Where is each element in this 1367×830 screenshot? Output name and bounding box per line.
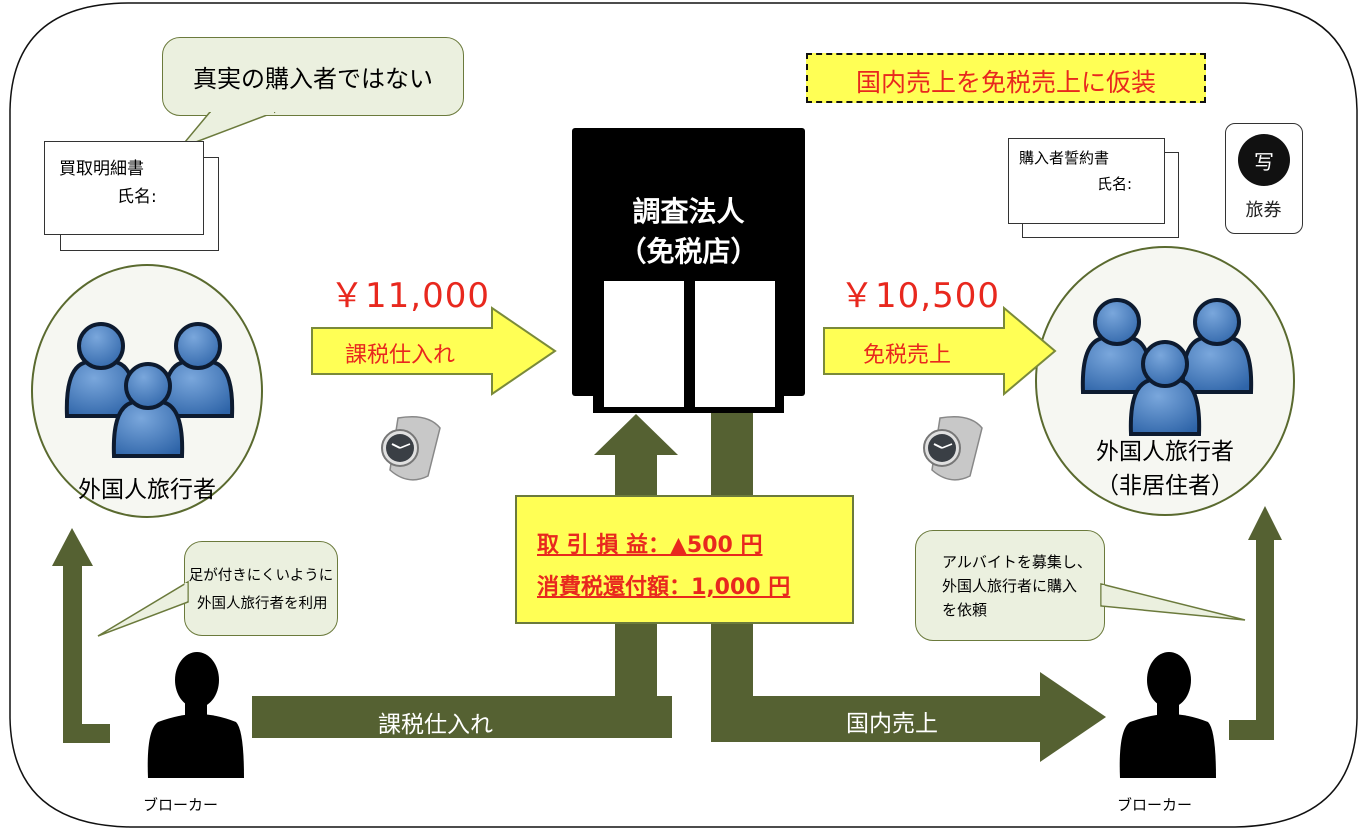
person-silhouette-icon <box>1119 652 1216 778</box>
callout-line: アルバイトを募集し、 <box>942 553 1092 571</box>
disguise-banner: 国内売上を免税売上に仮装 <box>806 53 1206 103</box>
callout-tail <box>1100 583 1246 621</box>
summary-row-profit: 取 引 損 益：▲500 円 <box>537 527 763 559</box>
arrow-left-broker-to-tourists <box>52 528 110 743</box>
purchase-statement-document: 買取明細書 氏名: <box>44 141 204 235</box>
summary-row-refund: 消費税還付額：1,000 円 <box>537 569 790 601</box>
store-building: 調査法人 （免税店） <box>572 128 805 413</box>
wristwatch-icon <box>923 416 983 481</box>
arrow-right-broker-to-tourists <box>1229 506 1282 740</box>
store-type: （免税店） <box>618 235 759 268</box>
callout-line: 外国人旅行者に購入 <box>942 577 1078 595</box>
arrow-taxable-purchase <box>311 306 557 396</box>
right-broker-label: ブローカー <box>1117 796 1193 814</box>
refund-label: 消費税還付額： <box>537 575 692 600</box>
disguise-banner-text: 国内売上を免税売上に仮装 <box>855 68 1156 97</box>
tax-free-sale-label: 免税売上 <box>863 343 952 368</box>
passport-card: 写 旅券 <box>1225 123 1303 234</box>
domestic-sale-label: 国内売上 <box>846 711 938 737</box>
callout-not-real-buyer: 真実の購入者ではない <box>162 37 464 116</box>
document-title: 購入者誓約書 <box>1019 149 1110 167</box>
document-title: 買取明細書 <box>59 159 144 179</box>
tax-free-sale-amount: ￥10,500 <box>840 276 1000 316</box>
refund-value: 1,000 円 <box>691 575 791 600</box>
callout-text: 真実の購入者ではない <box>193 65 433 93</box>
taxable-purchase-amount: ￥11,000 <box>330 276 490 316</box>
right-tourists-label: 外国人旅行者 <box>1096 439 1234 465</box>
callout-line: 外国人旅行者を利用 <box>197 596 328 612</box>
callout-tail <box>97 580 189 637</box>
callout-line: 足が付きにくいように <box>188 568 334 584</box>
document-name-field: 氏名: <box>1097 175 1133 193</box>
taxable-purchase-label: 課税仕入れ <box>345 343 456 368</box>
right-tourists-sublabel: （非居住者） <box>1096 473 1234 499</box>
callout-line: を依頼 <box>942 601 988 619</box>
callout-use-tourists: 足が付きにくいように 外国人旅行者を利用 <box>184 541 338 636</box>
broker-purchase-label: 課税仕入れ <box>378 712 493 738</box>
wristwatch-icon <box>381 416 441 481</box>
store-name: 調査法人 <box>632 195 745 228</box>
callout-recruit: アルバイトを募集し、 外国人旅行者に購入 を依頼 <box>915 530 1105 641</box>
people-group-icon <box>1080 298 1254 436</box>
left-tourists-group: 外国人旅行者 <box>31 264 263 518</box>
person-silhouette-icon <box>147 652 244 778</box>
document-name-field: 氏名: <box>117 187 157 207</box>
left-broker-label: ブローカー <box>143 796 219 814</box>
profit-label: 取 引 損 益： <box>537 533 670 558</box>
profit-value: ▲500 円 <box>669 533 763 558</box>
callout-tail <box>177 112 276 150</box>
buyer-pledge-document: 購入者誓約書 氏名: <box>1008 138 1165 224</box>
summary-box: 取 引 損 益：▲500 円 消費税還付額：1,000 円 <box>515 495 854 624</box>
left-tourists-label: 外国人旅行者 <box>78 477 216 503</box>
passport-photo-icon: 写 <box>1238 134 1290 186</box>
photo-glyph: 写 <box>1254 150 1274 174</box>
passport-label: 旅券 <box>1245 200 1282 221</box>
arrow-tax-free-sale <box>823 306 1057 396</box>
people-group-icon <box>64 322 235 458</box>
right-tourists-group: 外国人旅行者 （非居住者） <box>1035 246 1295 516</box>
store-door-right <box>695 281 775 407</box>
store-door-left <box>604 281 684 407</box>
